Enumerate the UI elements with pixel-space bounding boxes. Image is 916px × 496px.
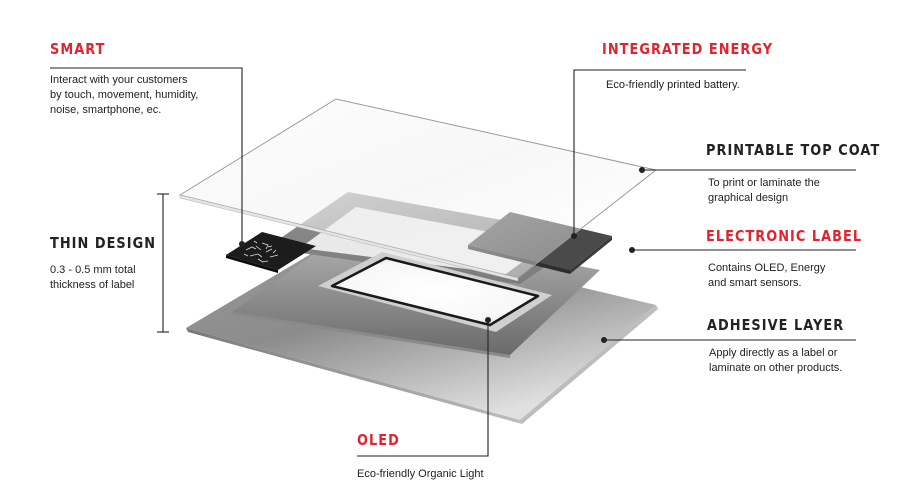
leader-dots [239, 167, 645, 343]
integrated-energy-leader [573, 69, 746, 236]
smart-dot [239, 241, 245, 247]
smart-sensor-chip [226, 232, 316, 273]
adhesive-layer-description: Apply directly as a label or laminate on… [709, 347, 843, 374]
oled-dot [485, 317, 491, 323]
smart-description: Interact with your customers by touch, m… [50, 74, 199, 116]
oled-description: Eco-friendly Organic Light [357, 468, 484, 480]
thin-design-title: THIN DESIGN [50, 234, 157, 252]
leader-lines [50, 67, 856, 457]
adhesive-dot [601, 337, 607, 343]
energy-dot [571, 233, 577, 239]
electronic-label-title: ELECTRONIC LABEL [706, 227, 863, 245]
smart-title: SMART [50, 40, 106, 58]
thin-design-description: 0.3 - 0.5 mm total thickness of label [50, 264, 136, 291]
integrated-energy-description: Eco-friendly printed battery. [606, 79, 740, 91]
smart-leader [50, 67, 243, 244]
integrated-energy-title: INTEGRATED ENERGY [602, 40, 774, 58]
oled-title: OLED [357, 431, 400, 449]
printable-top-coat-title: PRINTABLE TOP COAT [706, 141, 881, 159]
electronic-label-description: Contains OLED, Energy and smart sensors. [708, 262, 826, 289]
oled-panel [318, 252, 552, 332]
printable-top-coat-description: To print or laminate the graphical desig… [708, 177, 820, 204]
electronic-label-dot [629, 247, 635, 253]
adhesive-layer-title: ADHESIVE LAYER [707, 316, 845, 334]
oled-leader [357, 320, 489, 457]
printable-top-coat-sheet [178, 98, 658, 282]
top-coat-dot [639, 167, 645, 173]
